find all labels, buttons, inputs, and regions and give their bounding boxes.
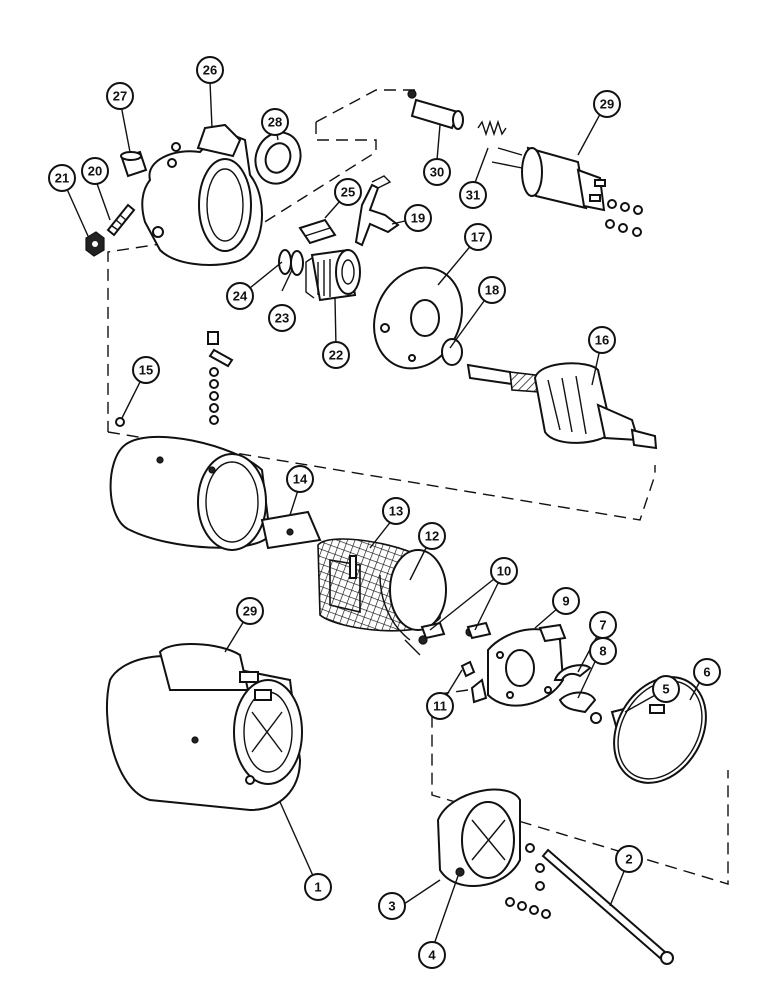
svg-text:14: 14 (293, 472, 308, 487)
callout-11: 11 (426, 692, 454, 720)
svg-text:29: 29 (243, 604, 257, 619)
field-coils (317, 538, 475, 656)
callout-7: 7 (589, 611, 617, 639)
callout-24: 24 (226, 282, 254, 310)
svg-text:5: 5 (662, 682, 669, 697)
callout-20: 20 (81, 157, 109, 185)
solenoid (491, 146, 643, 237)
svg-text:29: 29 (600, 97, 614, 112)
svg-text:7: 7 (599, 618, 606, 633)
svg-text:9: 9 (562, 594, 569, 609)
callout-4: 4 (418, 941, 446, 969)
callout-2: 2 (615, 845, 643, 873)
drive-end-housing (141, 123, 263, 266)
callout-13: 13 (382, 497, 410, 525)
terminal-hardware-stack (115, 331, 234, 427)
svg-text:8: 8 (599, 644, 606, 659)
callout-31: 31 (459, 181, 487, 209)
plunger (407, 89, 464, 130)
callout-25: 25 (334, 178, 362, 206)
callout-18: 18 (478, 276, 506, 304)
pole-shoe (260, 510, 322, 550)
thrust-rings (278, 249, 304, 276)
yoke-frame (109, 435, 272, 551)
callout-5: 5 (652, 675, 680, 703)
svg-text:22: 22 (329, 348, 343, 363)
svg-text:2: 2 (625, 852, 632, 867)
callout-10: 10 (490, 557, 518, 585)
callout-27: 27 (106, 82, 134, 110)
bracket-hardware (505, 843, 551, 919)
callout-16: 16 (588, 326, 616, 354)
pivot-screw-and-nut (85, 203, 136, 257)
armature (466, 362, 658, 450)
callout-17: 17 (464, 223, 492, 251)
svg-text:15: 15 (139, 363, 153, 378)
engagement-lever-fork (354, 175, 400, 247)
callout-22: 22 (322, 341, 350, 369)
callout-29-solenoid: 29 (593, 90, 621, 118)
svg-text:17: 17 (471, 230, 485, 245)
svg-text:28: 28 (268, 115, 282, 130)
pinion-drive-assembly (305, 248, 361, 302)
callout-28: 28 (261, 108, 289, 136)
svg-text:4: 4 (428, 948, 436, 963)
callout-15: 15 (132, 356, 160, 384)
svg-text:1: 1 (314, 880, 321, 895)
callout-6: 6 (693, 658, 721, 686)
callout-26: 26 (196, 56, 224, 84)
callout-9: 9 (552, 587, 580, 615)
svg-text:25: 25 (341, 185, 355, 200)
svg-text:23: 23 (275, 311, 289, 326)
brush-spring-clip (460, 660, 476, 678)
callout-19: 19 (404, 204, 432, 232)
svg-text:24: 24 (233, 289, 248, 304)
svg-text:12: 12 (425, 529, 439, 544)
callout-14: 14 (286, 465, 314, 493)
svg-text:16: 16 (595, 333, 609, 348)
commutator-end-bracket (436, 788, 521, 887)
assembled-starter-motor (106, 643, 303, 812)
callout-29-assembled: 29 (236, 597, 264, 625)
svg-text:19: 19 (411, 211, 425, 226)
svg-text:20: 20 (88, 164, 102, 179)
svg-text:6: 6 (703, 665, 710, 680)
callout-3: 3 (378, 892, 406, 920)
return-spring (477, 119, 507, 137)
svg-text:30: 30 (430, 165, 444, 180)
svg-text:21: 21 (55, 171, 69, 186)
svg-text:10: 10 (497, 564, 511, 579)
svg-text:26: 26 (203, 63, 217, 78)
svg-text:31: 31 (466, 188, 480, 203)
svg-text:18: 18 (485, 283, 499, 298)
callout-12: 12 (418, 522, 446, 550)
callouts: 26 27 20 21 28 25 19 30 31 29 17 18 16 2… (48, 56, 721, 969)
brush-plate (470, 623, 567, 707)
svg-text:3: 3 (388, 899, 395, 914)
pad (298, 218, 337, 245)
svg-text:13: 13 (389, 504, 403, 519)
callout-30: 30 (423, 158, 451, 186)
half-ring-and-washer (553, 664, 602, 724)
cover-band (613, 676, 707, 784)
callout-1: 1 (304, 873, 332, 901)
gasket-ring (254, 131, 302, 185)
callout-21: 21 (48, 164, 76, 192)
bush (120, 150, 148, 178)
bearing-washer (441, 338, 463, 366)
through-bolt (541, 848, 674, 965)
intermediate-bracket (373, 266, 463, 370)
svg-text:27: 27 (113, 89, 127, 104)
svg-text:11: 11 (433, 699, 447, 714)
brushes (420, 621, 492, 640)
callout-23: 23 (268, 304, 296, 332)
callout-8: 8 (589, 637, 617, 665)
